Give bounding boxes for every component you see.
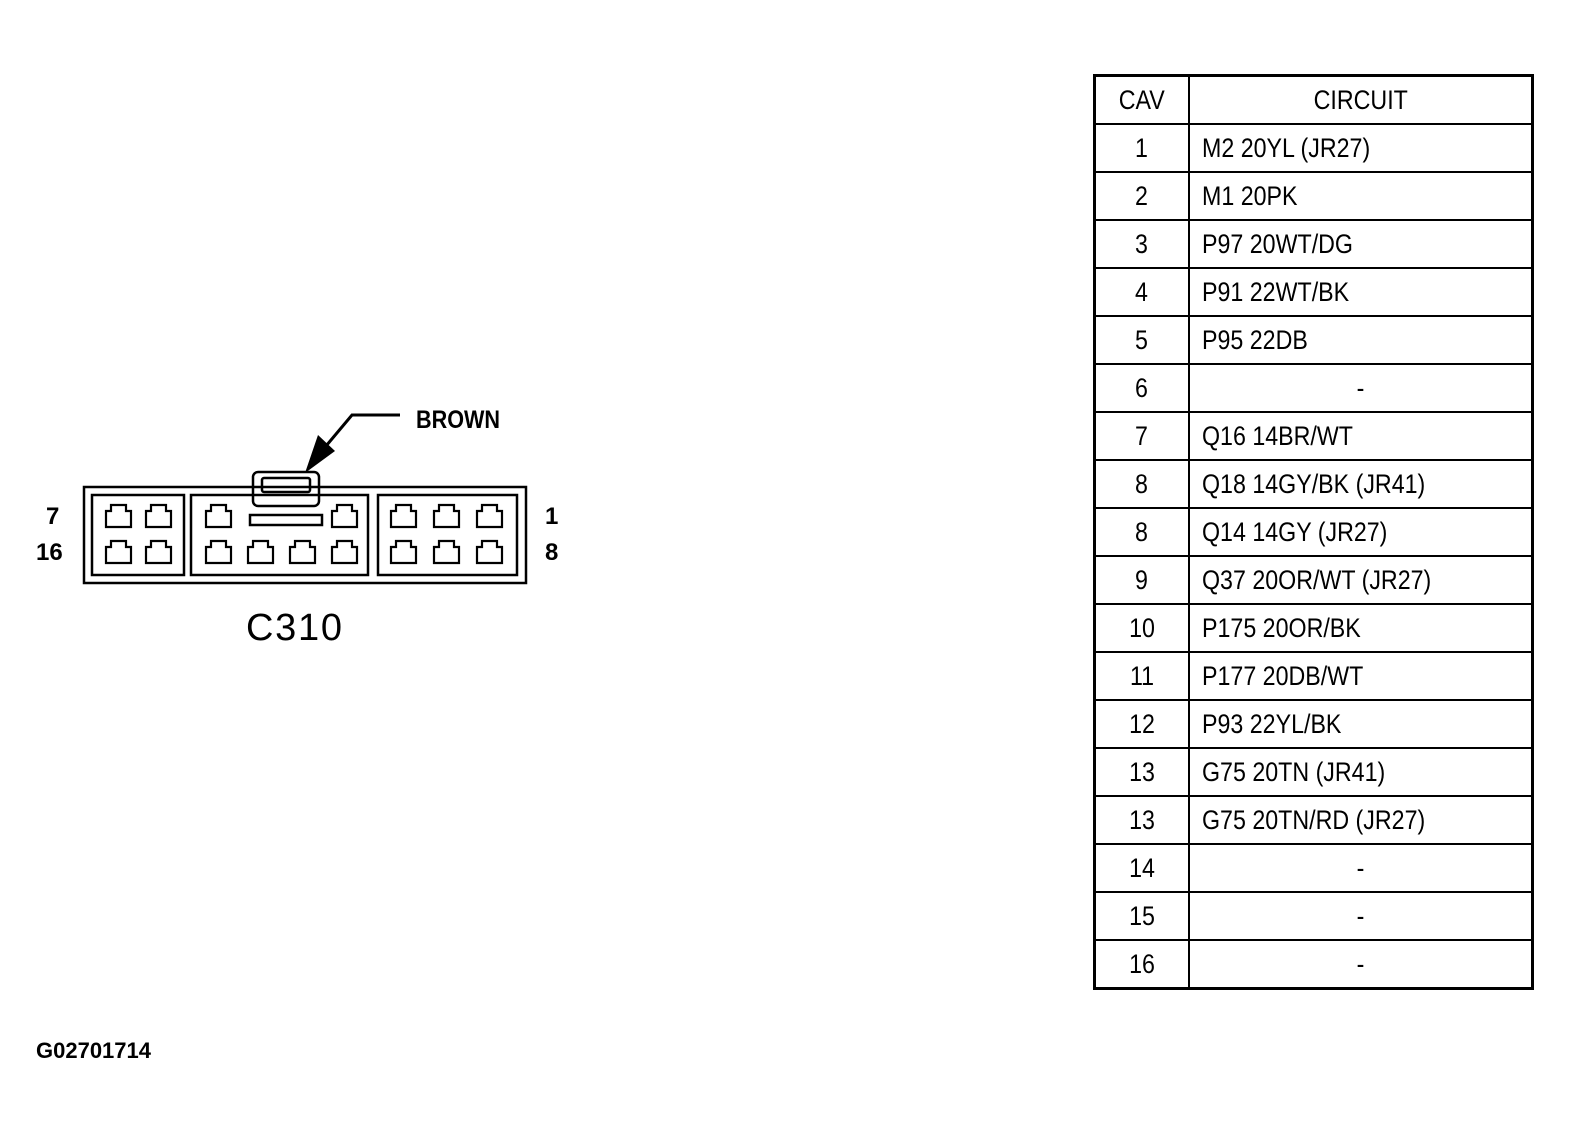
connector-body [82, 470, 528, 585]
circuit-cell: P95 22DB [1187, 315, 1534, 365]
cav-cell: 7 [1093, 411, 1190, 461]
cavity [389, 539, 418, 565]
circuit-cell: M2 20YL (JR27) [1187, 123, 1534, 173]
color-callout-label: BROWN [416, 406, 500, 434]
pin-label-bottom-left: 16 [36, 539, 63, 566]
cavity [204, 503, 233, 529]
cav-cell: 6 [1093, 363, 1190, 413]
circuit-cell: P177 20DB/WT [1187, 651, 1534, 701]
cav-cell: 9 [1093, 555, 1190, 605]
circuit-cell: Q37 20OR/WT (JR27) [1187, 555, 1534, 605]
cavity [389, 503, 418, 529]
cavity [330, 503, 359, 529]
pin-label-top-right: 1 [545, 503, 558, 530]
circuit-cell: M1 20PK [1187, 171, 1534, 221]
cavity [144, 503, 173, 529]
circuit-cell: - [1187, 939, 1534, 990]
table-header-row: CAV CIRCUIT [1093, 74, 1534, 125]
table-row: 14- [1093, 843, 1534, 893]
callout-arrow [305, 413, 400, 473]
cavity [330, 539, 359, 565]
circuit-cell: Q16 14BR/WT [1187, 411, 1534, 461]
circuit-cell: P175 20OR/BK [1187, 603, 1534, 653]
circuit-cell: G75 20TN (JR41) [1187, 747, 1534, 797]
circuit-cell: P97 20WT/DG [1187, 219, 1534, 269]
cav-cell: 15 [1093, 891, 1190, 941]
cav-cell: 12 [1093, 699, 1190, 749]
circuit-cell: P91 22WT/BK [1187, 267, 1534, 317]
circuit-cell: Q18 14GY/BK (JR41) [1187, 459, 1534, 509]
circuit-cell: P93 22YL/BK [1187, 699, 1534, 749]
cav-cell: 4 [1093, 267, 1190, 317]
cav-cell: 14 [1093, 843, 1190, 893]
cav-cell: 8 [1093, 459, 1190, 509]
cavity [475, 503, 504, 529]
circuit-cell: G75 20TN/RD (JR27) [1187, 795, 1534, 845]
table-row: 15- [1093, 891, 1534, 941]
table-row: 6- [1093, 363, 1534, 413]
cav-cell: 13 [1093, 795, 1190, 845]
cavity [144, 539, 173, 565]
cav-cell: 16 [1093, 939, 1190, 990]
table-row: 16- [1093, 939, 1534, 990]
cav-cell: 8 [1093, 507, 1190, 557]
cavity [104, 539, 133, 565]
cav-cell: 11 [1093, 651, 1190, 701]
cav-cell: 3 [1093, 219, 1190, 269]
connector-name: C310 [246, 607, 342, 649]
cavity [432, 503, 461, 529]
figure-id: G02701714 [36, 1038, 151, 1063]
cav-cell: 13 [1093, 747, 1190, 797]
cavity [288, 539, 317, 565]
pin-label-top-left: 7 [46, 503, 59, 530]
circuit-header: CIRCUIT [1187, 74, 1534, 125]
circuit-cell: - [1187, 891, 1534, 941]
circuit-cell: - [1187, 363, 1534, 413]
pin-label-bottom-right: 8 [545, 539, 558, 566]
cav-cell: 2 [1093, 171, 1190, 221]
cavity [246, 539, 275, 565]
cavity [104, 503, 133, 529]
cav-header: CAV [1093, 74, 1190, 125]
cavity [204, 539, 233, 565]
cav-cell: 5 [1093, 315, 1190, 365]
cavity-grid [104, 503, 504, 565]
cav-cell: 10 [1093, 603, 1190, 653]
cavity [432, 539, 461, 565]
connector-diagram: BROWN 7 16 1 8 C3 [36, 406, 558, 649]
cav-cell: 1 [1093, 123, 1190, 173]
cavity [475, 539, 504, 565]
circuit-cell: - [1187, 843, 1534, 893]
circuit-cell: Q14 14GY (JR27) [1187, 507, 1534, 557]
